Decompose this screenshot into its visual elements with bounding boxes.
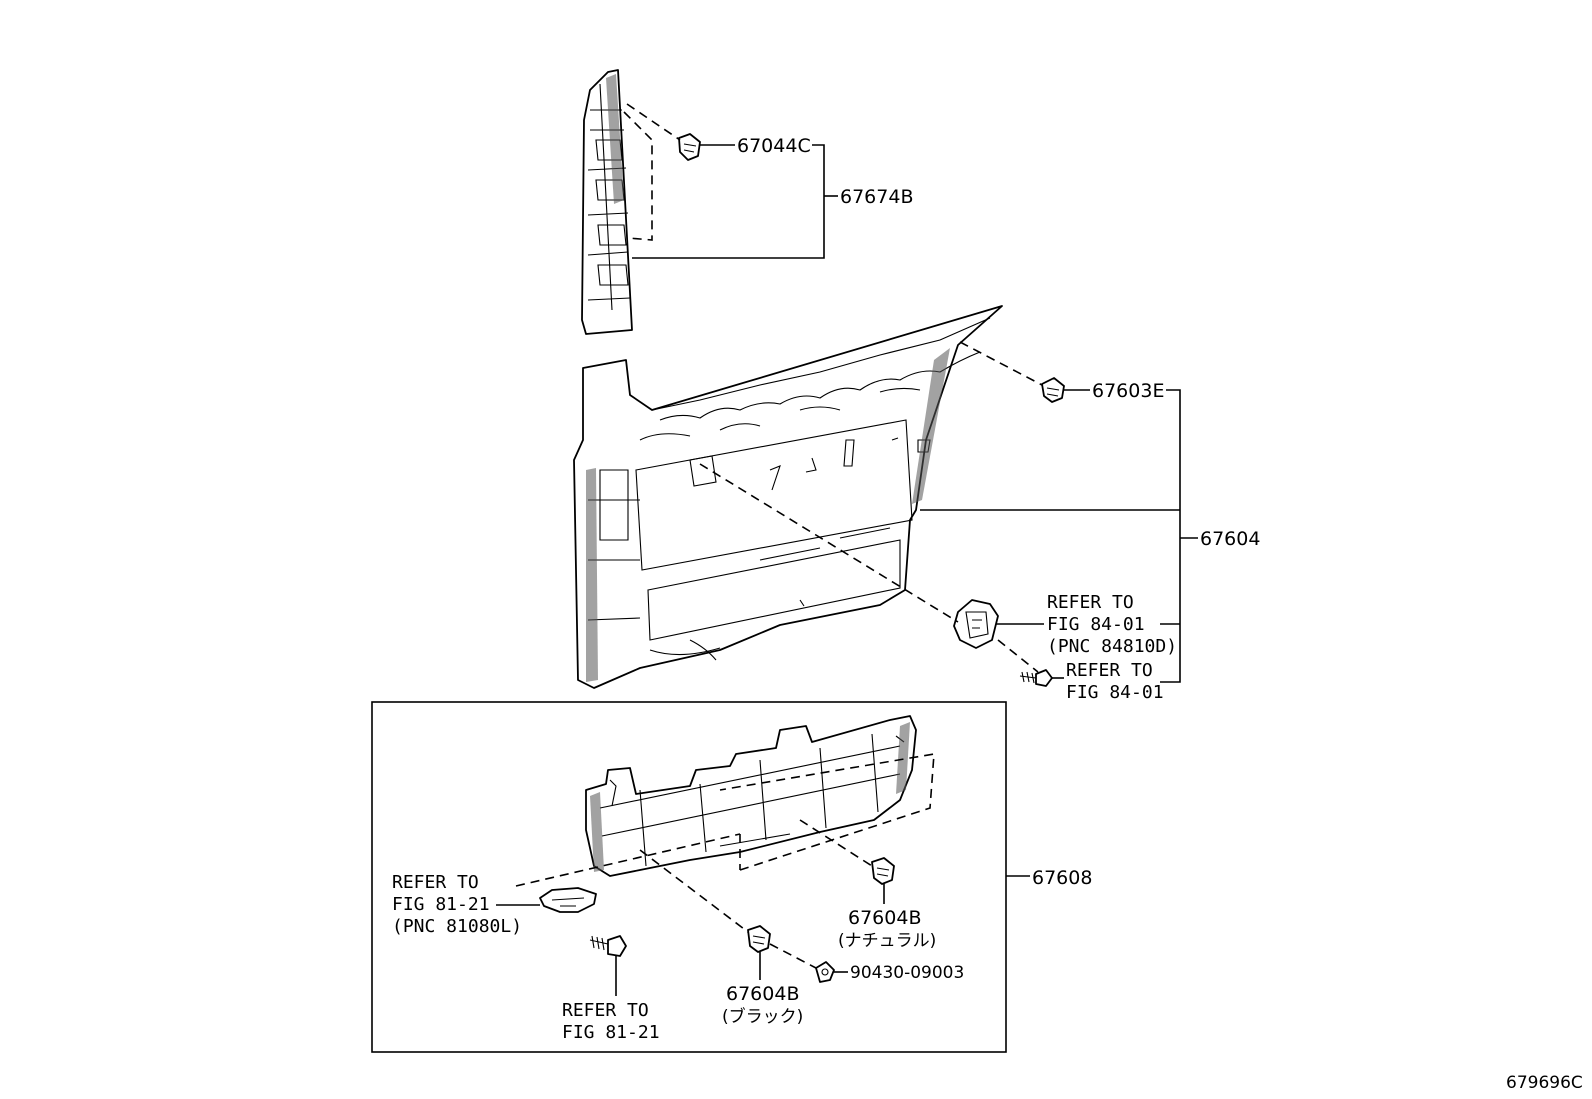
callout-67674b: 67674B (840, 186, 913, 208)
ref-8121-line2: FIG 81-21 (562, 1022, 660, 1043)
ref-8121-line1: REFER TO (562, 1000, 649, 1021)
ref-84810-line2: FIG 84-01 (1047, 614, 1145, 635)
handle-bracket-part[interactable] (539, 887, 597, 913)
callout-67604b-natural: 67604B (848, 907, 921, 929)
lower-screw-icon[interactable] (589, 935, 627, 957)
callout-67608: 67608 (1032, 867, 1092, 889)
lower-mount-outline (515, 753, 935, 887)
lower-trim-panel-part[interactable] (585, 715, 917, 877)
clip-67044c-icon[interactable] (678, 133, 701, 161)
clip-67603e-icon[interactable] (1041, 377, 1065, 403)
ref-81080-line3: (PNC 81080L) (392, 916, 522, 937)
door-trim-panel-part[interactable] (573, 305, 1003, 689)
bracket-67604 (1160, 389, 1181, 683)
pillar-garnish-part[interactable] (581, 69, 633, 335)
ref-81080-line2: FIG 81-21 (392, 894, 490, 915)
callout-67604b-natural-note: (ナチュラル) (838, 931, 936, 951)
ref-81080-line1: REFER TO (392, 872, 479, 893)
ref-84810-line1: REFER TO (1047, 592, 1134, 613)
figure-code: 679696C (1506, 1073, 1583, 1093)
ref-8401-line2: FIG 84-01 (1066, 682, 1164, 703)
bracket-67674b (632, 144, 825, 259)
callout-67044c: 67044C (737, 135, 811, 157)
ref-84810-line3: (PNC 84810D) (1047, 636, 1177, 657)
callout-67604b-black: 67604B (726, 983, 799, 1005)
callout-67604: 67604 (1200, 528, 1260, 550)
washer-icon[interactable] (815, 961, 835, 983)
screw-icon[interactable] (1019, 669, 1053, 687)
lower-assembly-frame (371, 701, 1007, 1053)
clip-67604b-natural-icon[interactable] (871, 857, 895, 885)
callout-67603e: 67603E (1092, 380, 1164, 402)
callout-67604b-black-note: (ブラック) (722, 1006, 803, 1027)
ref-8401-line1: REFER TO (1066, 660, 1153, 681)
callout-90430-09003: 90430-09003 (850, 963, 964, 983)
pillar-garnish-mount-outline (623, 111, 653, 241)
speaker-bracket-part[interactable] (953, 599, 999, 649)
clip-67604b-black-icon[interactable] (747, 925, 771, 953)
